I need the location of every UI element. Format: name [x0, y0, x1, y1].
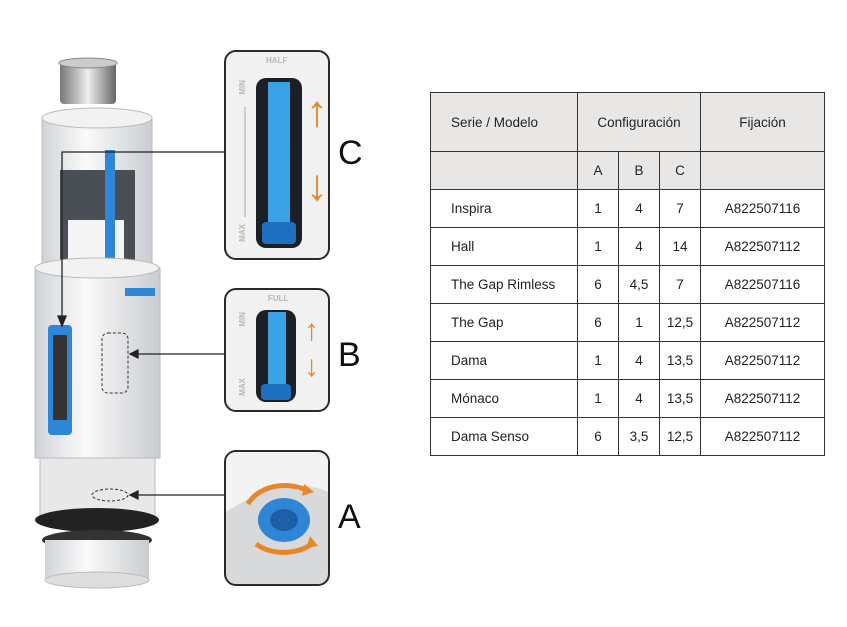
cell-model: Mónaco [430, 379, 578, 418]
callout-panel-a [224, 450, 330, 586]
subheader-c: C [659, 151, 701, 190]
cell-model: Dama Senso [430, 417, 578, 456]
header-fixing: Fijación [700, 92, 825, 152]
cell-a: 6 [577, 417, 619, 456]
scale-slider [268, 312, 286, 388]
cell-a: 1 [577, 189, 619, 228]
cell-c: 13,5 [659, 379, 701, 418]
max-label: MAX [238, 224, 247, 242]
cell-fixing: A822507116 [700, 189, 825, 228]
cell-b: 1 [618, 303, 660, 342]
full-label: FULL [268, 294, 289, 303]
cell-a: 1 [577, 341, 619, 380]
cell-b: 4 [618, 189, 660, 228]
cell-b: 4 [618, 227, 660, 266]
push-button [58, 57, 118, 104]
cell-b: 4 [618, 341, 660, 380]
arrow-down-icon: ↓ [306, 161, 328, 210]
table-subheader-row: A B C [430, 151, 825, 190]
header-model: Serie / Modelo [430, 92, 578, 152]
cell-fixing: A822507112 [700, 303, 825, 342]
cell-c: 7 [659, 189, 701, 228]
cell-model: Dama [430, 341, 578, 380]
cell-c: 7 [659, 265, 701, 304]
cell-fixing: A822507116 [700, 265, 825, 304]
table-header-row: Serie / Modelo Configuración Fijación [430, 92, 825, 152]
cell-fixing: A822507112 [700, 417, 825, 456]
scale-slider [268, 82, 290, 232]
cell-fixing: A822507112 [700, 341, 825, 380]
cell-c: 14 [659, 227, 701, 266]
rotate-arrow-icon [245, 483, 308, 506]
cell-a: 6 [577, 265, 619, 304]
cell-model: Inspira [430, 189, 578, 228]
callout-panel-b: FULL MIN MAX ↑ ↓ [224, 288, 330, 412]
header-config: Configuración [577, 92, 701, 152]
cell-b: 4,5 [618, 265, 660, 304]
cell-c: 12,5 [659, 303, 701, 342]
subheader-b: B [618, 151, 660, 190]
cell-b: 4 [618, 379, 660, 418]
cell-a: 6 [577, 303, 619, 342]
label-a: A [338, 498, 361, 536]
rotation-adjuster-image [226, 452, 328, 555]
cell-model: The Gap Rimless [430, 265, 578, 304]
cell-fixing: A822507112 [700, 227, 825, 266]
cell-c: 13,5 [659, 341, 701, 380]
arrow-down-icon: ↓ [304, 350, 319, 383]
half-label: HALF [266, 56, 288, 65]
max-label: MAX [238, 378, 247, 396]
min-label: MIN [238, 312, 247, 327]
cell-fixing: A822507112 [700, 379, 825, 418]
leader-lines [57, 151, 225, 501]
cell-model: Hall [430, 227, 578, 266]
configuration-table: Serie / Modelo Configuración Fijación A … [430, 92, 825, 456]
cell-c: 12,5 [659, 417, 701, 456]
min-label: MIN [238, 80, 247, 95]
cell-b: 3,5 [618, 417, 660, 456]
label-b: B [338, 336, 361, 374]
subheader-a: A [577, 151, 619, 190]
label-c: C [338, 134, 363, 172]
callout-panel-c: HALF MIN MAX ↑ ↓ [224, 50, 330, 260]
arrow-up-icon: ↑ [306, 87, 328, 136]
arrow-up-icon: ↑ [304, 314, 319, 347]
cell-model: The Gap [430, 303, 578, 342]
cell-a: 1 [577, 379, 619, 418]
rotate-arrow-icon [254, 540, 316, 555]
cell-a: 1 [577, 227, 619, 266]
